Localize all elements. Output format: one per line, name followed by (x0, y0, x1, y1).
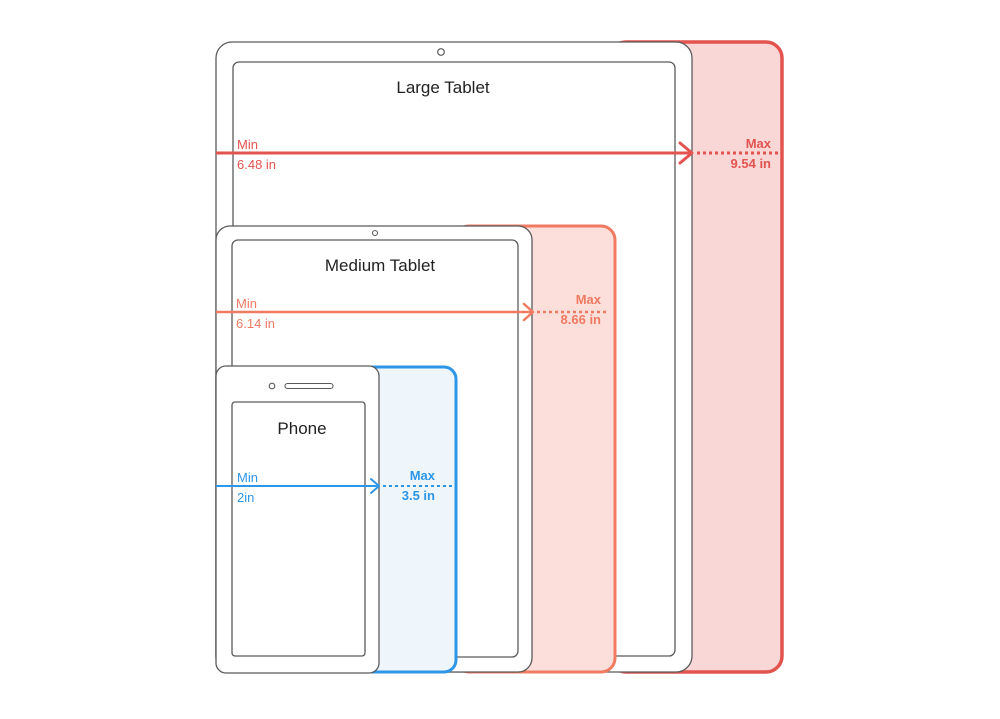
phone-min-value: 2in (237, 490, 254, 505)
medium-tablet-min-value: 6.14 in (236, 316, 275, 331)
medium-tablet-min-label: Min (236, 296, 257, 311)
medium-tablet-camera-icon (371, 229, 379, 237)
large-tablet-camera-icon (437, 48, 445, 56)
medium-tablet-title: Medium Tablet (325, 256, 436, 275)
medium-tablet-max-value: 8.66 in (561, 312, 602, 327)
phone-min-label: Min (237, 470, 258, 485)
phone-title: Phone (277, 419, 326, 438)
large-tablet-title: Large Tablet (396, 78, 490, 97)
medium-tablet-max-label: Max (576, 292, 602, 307)
large-tablet-min-value: 6.48 in (237, 157, 276, 172)
large-tablet-arrowhead-icon (678, 141, 694, 165)
medium-tablet-arrowhead-icon (522, 302, 535, 322)
phone-max-value: 3.5 in (402, 488, 435, 503)
phone-screen (231, 401, 366, 657)
large-tablet-max-label: Max (746, 136, 772, 151)
phone-speaker-icon (284, 382, 334, 390)
large-tablet-max-value: 9.54 in (731, 156, 772, 171)
phone-camera-icon (268, 382, 276, 390)
phone-max-label: Max (410, 468, 436, 483)
phone-group: Phone Min 2in Max 3.5 in (215, 365, 458, 674)
phone-arrowhead-icon (370, 478, 380, 494)
large-tablet-min-label: Min (237, 137, 258, 152)
